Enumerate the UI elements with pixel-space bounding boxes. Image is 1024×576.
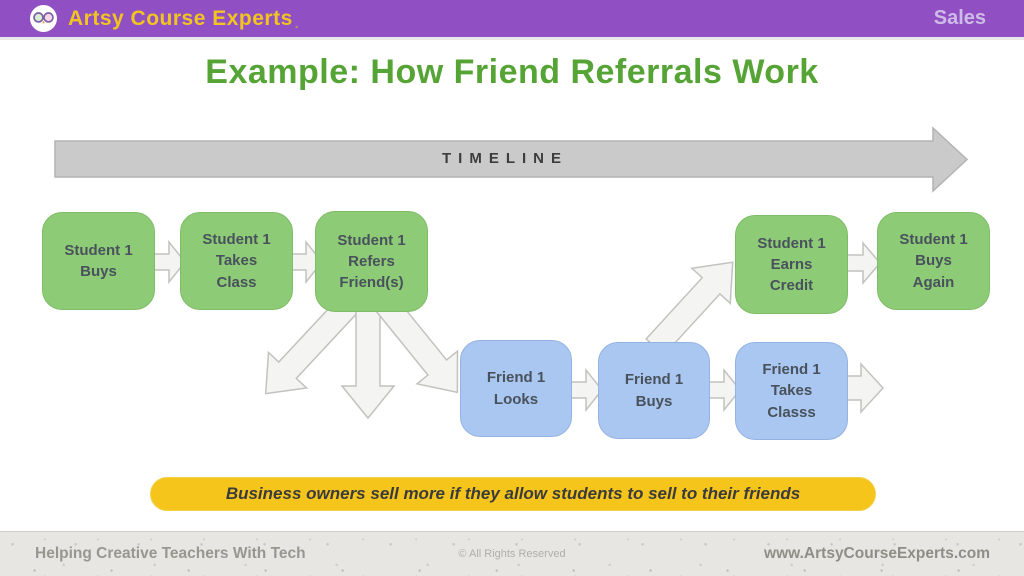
copyright-text: © All Rights Reserved	[458, 548, 566, 560]
box-label-line: Refers	[348, 252, 395, 270]
flow-arrow	[842, 362, 885, 414]
takeaway-banner: Business owners sell more if they allow …	[150, 477, 876, 511]
timeline-label: TIMELINE	[442, 150, 568, 167]
box-label-line: Student 1	[757, 234, 826, 252]
timeline-arrow	[54, 126, 969, 193]
box-label-line: Takes	[215, 252, 258, 270]
step-box-friend-looks: Friend 1 Looks	[460, 340, 572, 437]
box-label-line: Classs	[767, 403, 816, 421]
box-label-line: Friend(s)	[339, 274, 404, 292]
box-label-line: Friend 1	[624, 371, 684, 389]
box-label-line: Student 1	[899, 231, 968, 249]
box-label-line: Again	[912, 273, 955, 291]
box-label-line: Buys	[915, 252, 952, 270]
footer-website: www.ArtsyCourseExperts.com	[764, 545, 990, 562]
box-label-line: Student 1	[337, 231, 406, 249]
step-box-student-takes-class: Student 1 Takes Class	[180, 212, 293, 310]
header-bar: Artsy Course Experts . Sales	[0, 0, 1024, 40]
footer-tagline: Helping Creative Teachers With Tech	[35, 545, 306, 562]
page-title: Example: How Friend Referrals Work	[205, 53, 819, 91]
step-box-student-earns-credit: Student 1 Earns Credit	[735, 215, 848, 314]
box-label-line: Buys	[80, 263, 117, 280]
box-label-line: Class	[216, 273, 257, 291]
step-box-student-refers-friends: Student 1 Refers Friend(s)	[315, 211, 428, 312]
section-label: Sales	[933, 7, 986, 29]
step-box-student-buys-again: Student 1 Buys Again	[877, 212, 990, 310]
box-label-line: Takes	[770, 382, 813, 400]
box-label-line: Student 1	[64, 241, 133, 259]
flow-arrow-diagonal	[374, 294, 459, 394]
brand-suffix: .	[294, 15, 299, 31]
brand-name: Artsy Course Experts	[68, 6, 293, 30]
box-label-line: Buys	[635, 392, 673, 410]
footer-bar: © All Rights Reserved Helping Creative T…	[0, 531, 1024, 576]
flow-arrow-down	[340, 302, 396, 420]
box-label-line: Friend 1	[762, 361, 821, 379]
box-label-line: Student 1	[202, 231, 271, 249]
step-box-friend-takes-class: Friend 1 Takes Classs	[735, 342, 848, 440]
owl-icon	[30, 5, 57, 32]
box-label-line: Credit	[769, 277, 814, 295]
flow-arrow	[844, 240, 881, 286]
step-box-friend-buys: Friend 1 Buys	[598, 342, 710, 439]
step-box-student-buys: Student 1 Buys	[42, 212, 155, 310]
box-label-line: Friend 1	[486, 369, 546, 387]
box-label-line: Earns	[770, 255, 813, 273]
box-label-line: Looks	[493, 390, 539, 408]
